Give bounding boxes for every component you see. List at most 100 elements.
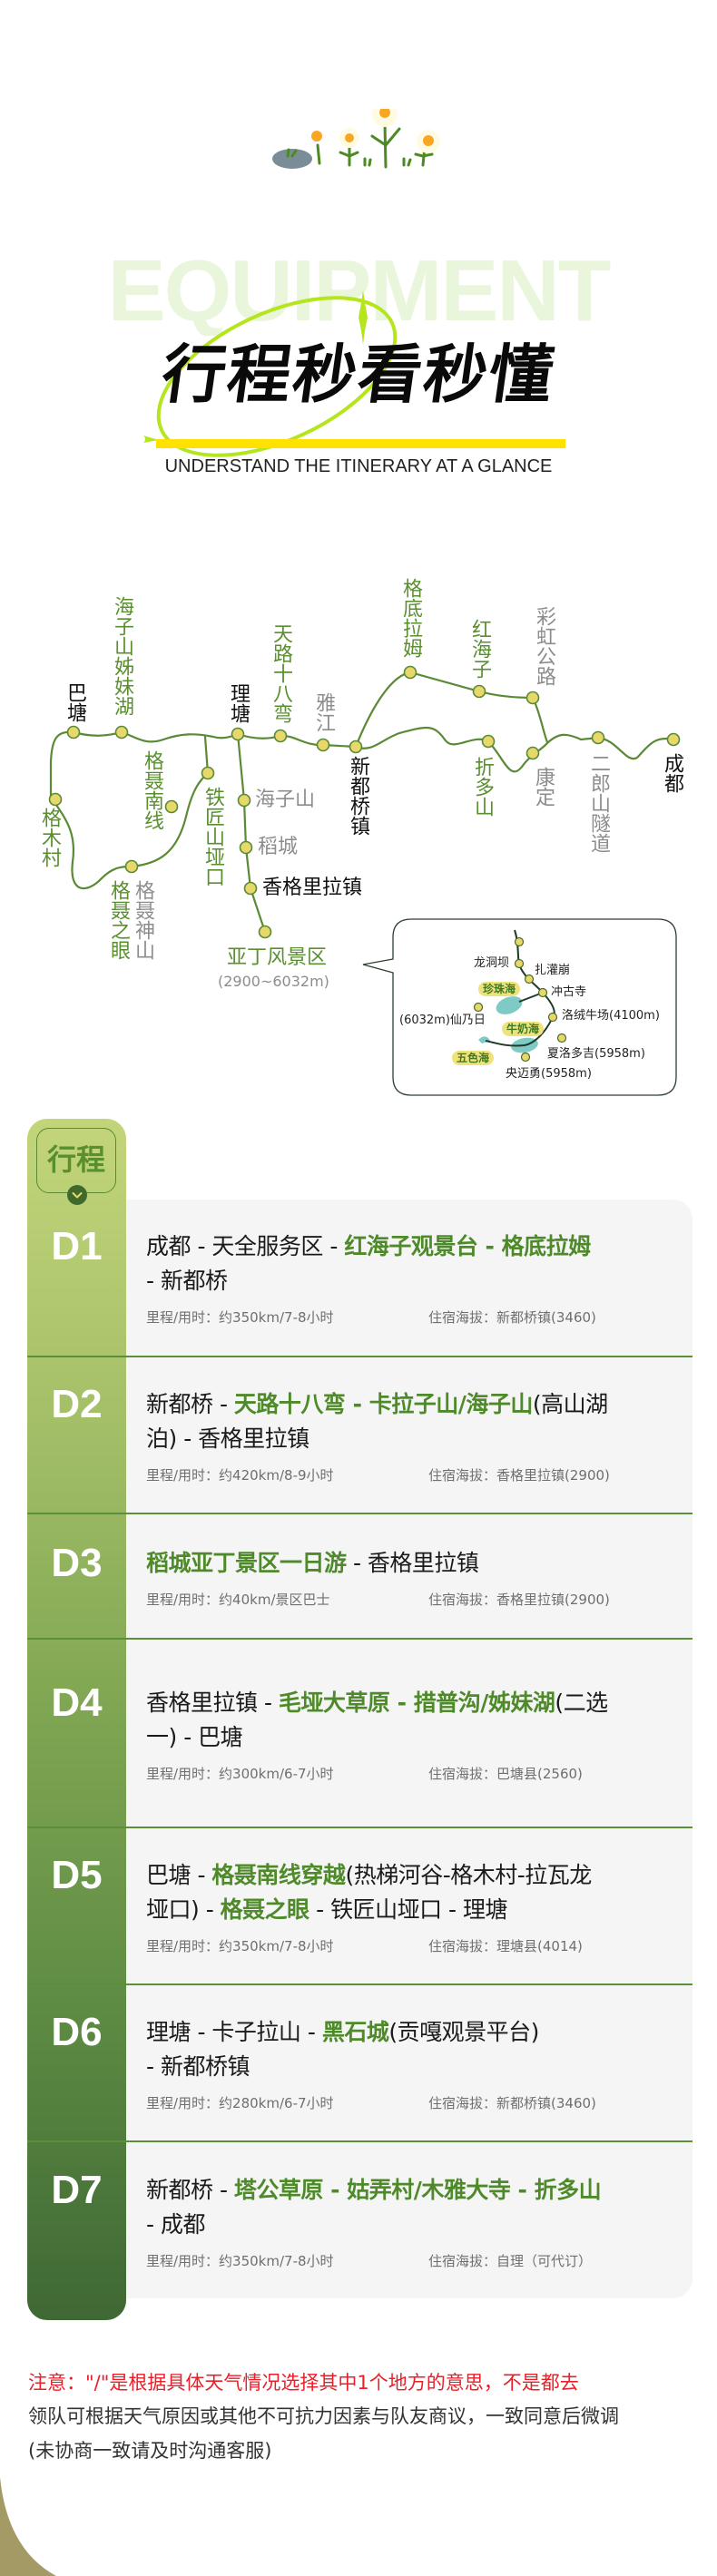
route-highlight: 塔公草原 - 姑弄村/木雅大寺 - 折多山 [233,2176,602,2203]
itinerary-day-row: D3 稻城亚丁景区一日游 - 香格里拉镇里程/用时：约40km/景区巴士住宿海拔：… [27,1513,692,1640]
day-meta: 里程/用时：约300km/6-7小时 住宿海拔：巴塘县(2560) [146,1764,692,1783]
station-label-gener-south: 格聂南线 [141,750,163,830]
main-route-line [72,727,675,773]
distance-duration: 里程/用时：约280km/6-7小时 [146,2095,334,2111]
lodging-altitude: 住宿海拔：香格里拉镇(2900) [428,1591,610,1608]
route-text: (高山湖 泊) - 香格里拉镇 [146,1391,608,1452]
route-text: 巴塘 - [146,1862,212,1888]
itinerary-day-row: D5 巴塘 - 格聂南线穿越(热梯河谷-格木村-拉瓦龙 垭口) - 格聂之眼 - … [27,1827,692,1985]
route-text: 香格里拉镇 - [146,1689,279,1716]
station-label-xinduqiao: 新都桥镇 [347,756,369,836]
station-label-gener-mountain: 格聂神山 [132,880,154,960]
itinerary-day-row: D7 新都桥 - 塔公草原 - 姑弄村/木雅大寺 - 折多山 - 成都里程/用时：… [27,2140,692,2300]
day-meta: 里程/用时：约40km/景区巴士住宿海拔：香格里拉镇(2900) [146,1590,692,1609]
title-underline-bar [156,439,565,448]
inset-label-xialuoduoji: 夏洛多吉(5958m) [547,1047,645,1061]
route-map-lines [48,665,681,1096]
day-route: 香格里拉镇 - 毛垭大草原 - 措普沟/姊妹湖(二选 一) - 巴塘 [146,1686,692,1755]
day-meta: 里程/用时：约350km/7-8小时 住宿海拔：理塘县(4014) [146,1936,692,1955]
inset-label-chonggu-temple: 冲古寺 [551,985,587,999]
orbit-ellipse-decoration [143,290,398,457]
lake-label-pearl: 珍珠海 [478,982,521,996]
route-text: - 铁匠山垭口 - 理塘 [309,1896,508,1923]
inset-label-yangmaiyong: 央迈勇(5958m) [506,1067,592,1081]
distance-duration: 里程/用时：约350km/7-8小时 [146,2252,334,2269]
day-meta: 里程/用时：约350km/7-8小时 住宿海拔：新都桥镇(3460) [146,1308,692,1327]
station-label-gedilamu: 格底拉姆 [399,578,422,658]
route-highlight: 天路十八弯 - 卡拉子山/海子山 [233,1391,533,1417]
day-number: D2 [51,1382,103,1426]
yading-branch-line [236,732,267,934]
day-route: 新都桥 - 天路十八弯 - 卡拉子山/海子山(高山湖 泊) - 香格里拉镇 [146,1387,692,1456]
route-text: - 新都桥 [146,1267,228,1294]
distance-duration: 里程/用时：约350km/7-8小时 [146,1308,334,1326]
station-nodes [48,665,681,939]
day-number: D3 [51,1541,103,1585]
lodging-altitude: 住宿海拔：巴塘县(2560) [428,1765,583,1782]
station-label-daocheng: 稻城 [258,836,299,858]
day-route: 稻城亚丁景区一日游 - 香格里拉镇 [146,1546,692,1581]
station-label-litang: 理塘 [227,683,250,723]
day-route: 新都桥 - 塔公草原 - 姑弄村/木雅大寺 - 折多山 - 成都 [146,2173,692,2242]
customer-service-note: (未协商一致请及时沟通客服) [28,2440,272,2462]
station-label-gemu-village: 格木村 [38,808,61,867]
station-label-yajiang: 雅江 [312,692,335,732]
lodging-altitude: 住宿海拔：理塘县(4014) [428,1938,583,1954]
day-meta: 里程/用时：约280km/6-7小时 住宿海拔：新都桥镇(3460) [146,2093,692,2112]
yading-altitude: (2900~6032m) [218,973,329,990]
corner-decoration [0,2477,56,2576]
itinerary-day-row: D2 新都桥 - 天路十八弯 - 卡拉子山/海子山(高山湖 泊) - 香格里拉镇里… [27,1356,692,1514]
route-text: 理塘 - 卡子拉山 - [146,2019,322,2045]
day-number: D7 [51,2168,103,2212]
distance-duration: 里程/用时：约350km/7-8小时 [146,1938,334,1954]
station-label-shangri-la-town: 香格里拉镇 [262,877,363,899]
station-label-kangding: 康定 [532,767,555,807]
station-label-batang: 巴塘 [64,682,86,722]
itinerary-day-column [27,1119,126,2320]
station-label-haizishan: 海子山 [255,788,316,811]
itinerary-tag: 行程 [36,1128,116,1193]
flowers-illustration [272,109,440,169]
station-label-yading: 亚丁风景区 [227,946,328,969]
route-highlight: 毛垭大草原 - 措普沟/姊妹湖 [278,1689,555,1716]
route-highlight: 稻城亚丁景区一日游 [146,1549,347,1576]
route-text: - 成都 [146,2210,205,2238]
day-number: D5 [51,1853,103,1897]
route-highlight: 格聂之眼 [220,1896,310,1923]
adjustment-note: 领队可根据天气原因或其他不可抗力因素与队友商议，一致同意后微调 [28,2405,619,2427]
day-meta: 里程/用时：约350km/7-8小时住宿海拔：自理（可代订） [146,2251,692,2270]
page-subtitle: UNDERSTAND THE ITINERARY AT A GLANCE [164,456,553,476]
station-label-haizishan-sister-lakes: 海子山姊妹湖 [111,596,133,716]
route-text: (贡嘎观景平台) - 新都桥镇 [146,2019,539,2080]
itinerary-card [126,1200,692,2298]
inset-label-zhaguanbeng: 扎灌崩 [535,964,571,977]
distance-duration: 里程/用时：约420km/8-9小时 [146,1467,334,1484]
station-label-zheduoshan: 折多山 [471,757,494,817]
gediramu-loop-line [354,671,549,749]
day-route: 巴塘 - 格聂南线穿越(热梯河谷-格木村-拉瓦龙 垭口) - 格聂之眼 - 铁匠… [146,1858,692,1927]
lake-label-milk: 牛奶海 [502,1022,545,1036]
lodging-altitude: 住宿海拔：香格里拉镇(2900) [428,1467,610,1484]
day-route: 理塘 - 卡子拉山 - 黑石城(贡嘎观景平台) - 新都桥镇 [146,2015,692,2084]
lodging-altitude: 住宿海拔：新都桥镇(3460) [428,2095,596,2111]
chevron-down-icon [67,1185,87,1205]
station-label-chengdu: 成都 [661,753,683,793]
route-text: - 香格里拉镇 [346,1549,479,1576]
station-label-tianlu-18: 天路十八弯 [270,623,292,723]
route-text: (热梯河谷-格木村-拉瓦龙 垭口) - [146,1862,592,1923]
station-label-honghaizi: 红海子 [468,619,491,679]
inset-label-longdongba: 龙洞坝 [474,956,510,970]
route-text: 成都 - 天全服务区 - [146,1232,345,1259]
distance-duration: 里程/用时：约300km/6-7小时 [146,1765,334,1782]
lodging-altitude: 住宿海拔：新都桥镇(3460) [428,1308,596,1326]
route-highlight: 黑石城 [321,2019,389,2045]
inset-label-luorong-ranch: 洛绒牛场(4100m) [562,1009,660,1023]
route-text: (二选 一) - 巴塘 [146,1689,608,1750]
station-label-gener-eye: 格聂之眼 [107,880,130,960]
day-meta: 里程/用时：约420km/8-9小时 住宿海拔：香格里拉镇(2900) [146,1465,692,1484]
inset-label-xiannairi: (6032m)仙乃日 [399,1014,486,1027]
route-text: 新都桥 - [146,1391,234,1417]
